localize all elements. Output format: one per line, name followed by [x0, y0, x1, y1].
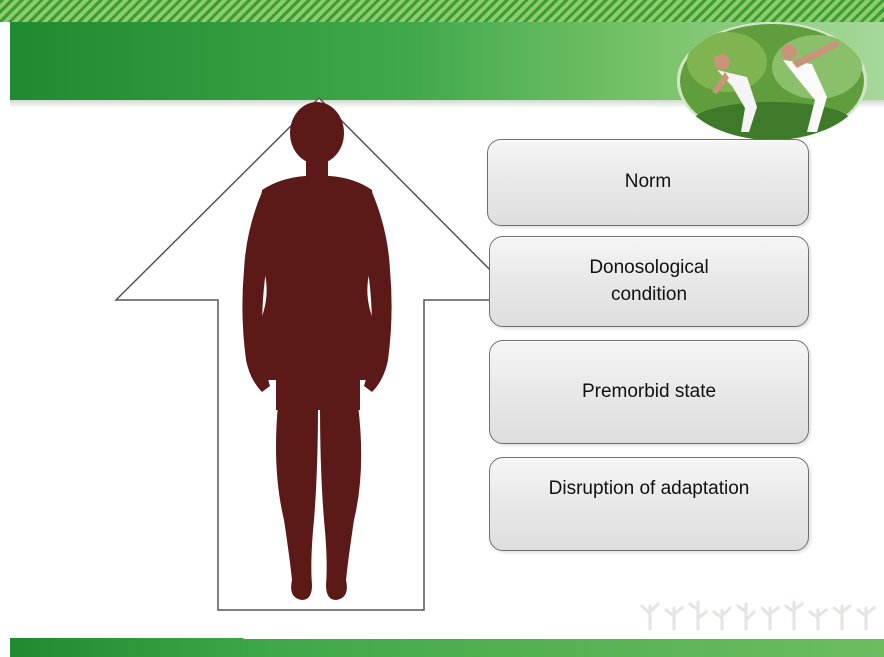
- footer-bar: [10, 638, 884, 657]
- stage-box-disruption: Disruption of adaptation: [489, 457, 809, 551]
- stage-box-donosological: Donosological condition: [489, 236, 809, 327]
- stage-label-norm: Norm: [625, 169, 671, 196]
- stage-box-premorbid: Premorbid state: [489, 340, 809, 444]
- stage-label-disruption: Disruption of adaptation: [549, 476, 750, 503]
- stage-label-donosological: Donosological condition: [564, 255, 734, 308]
- footer-accent: [225, 630, 884, 639]
- sprouts-icon: [640, 598, 884, 634]
- stage-box-norm: Norm: [487, 139, 809, 226]
- stage-label-premorbid: Premorbid state: [582, 379, 716, 406]
